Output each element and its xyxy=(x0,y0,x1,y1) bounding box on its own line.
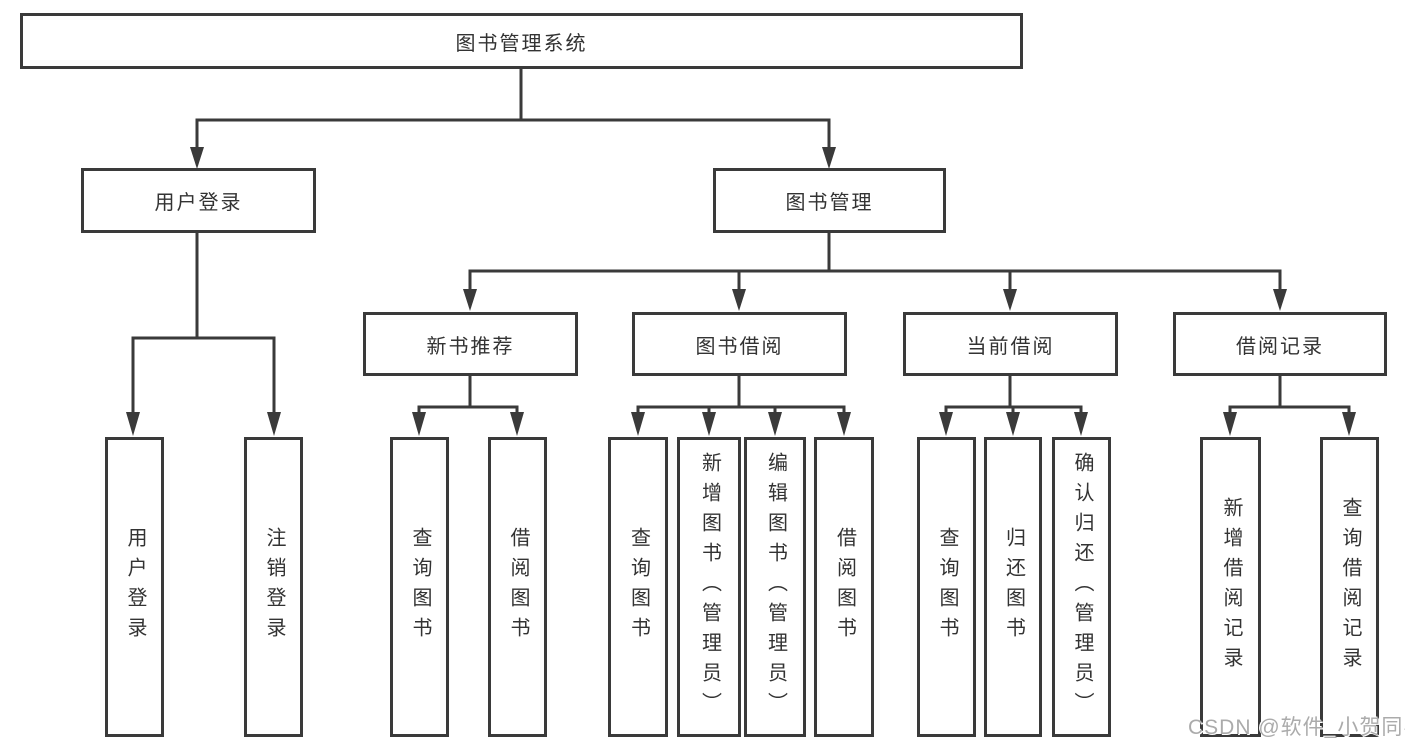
leaf-bb-query-books-label: 查询图书 xyxy=(627,527,650,647)
leaf-user-login: 用户登录 xyxy=(105,437,164,737)
leaf-br-query-record: 查询借阅记录 xyxy=(1320,437,1379,737)
node-borrowing-records-label: 借阅记录 xyxy=(1236,335,1324,358)
node-book-management: 图书管理 xyxy=(713,168,946,233)
connector-group xyxy=(126,69,1356,436)
leaf-nb-query-books-label: 查询图书 xyxy=(409,527,431,647)
leaf-logout-label: 注销登录 xyxy=(263,527,285,647)
leaf-user-login-label: 用户登录 xyxy=(124,527,146,647)
leaf-bb-borrow-books: 借阅图书 xyxy=(814,437,874,737)
node-user-login-label: 用户登录 xyxy=(154,192,243,214)
leaf-cb-query-books: 查询图书 xyxy=(917,437,976,737)
node-new-book-recommend-label: 新书推荐 xyxy=(426,335,515,358)
node-current-borrowing: 当前借阅 xyxy=(903,312,1118,376)
leaf-nb-query-books: 查询图书 xyxy=(390,437,449,737)
leaf-bb-edit-books-admin: 编辑图书（管理员） xyxy=(744,437,806,737)
leaf-cb-confirm-return-admin: 确认归还（管理员） xyxy=(1052,437,1111,737)
csdn-watermark: CSDN @软件_小贺同学 xyxy=(1188,716,1405,739)
leaf-logout: 注销登录 xyxy=(244,437,303,737)
node-book-management-label: 图书管理 xyxy=(785,192,874,214)
leaf-bb-add-books-admin-label: 新增图书（管理员） xyxy=(698,452,721,722)
leaf-br-add-record-label: 新增借阅记录 xyxy=(1220,497,1242,677)
leaf-bb-query-books: 查询图书 xyxy=(608,437,668,737)
node-root-label: 图书管理系统 xyxy=(455,32,588,55)
leaf-br-add-record: 新增借阅记录 xyxy=(1200,437,1261,737)
leaf-cb-confirm-return-admin-label: 确认归还（管理员） xyxy=(1071,452,1093,722)
leaf-bb-edit-books-admin-label: 编辑图书（管理员） xyxy=(764,452,787,722)
node-book-borrowing: 图书借阅 xyxy=(632,312,847,376)
leaf-nb-borrow-books: 借阅图书 xyxy=(488,437,547,737)
leaf-cb-return-books: 归还图书 xyxy=(984,437,1042,737)
node-user-login: 用户登录 xyxy=(81,168,316,233)
leaf-bb-add-books-admin: 新增图书（管理员） xyxy=(677,437,741,737)
leaf-br-query-record-label: 查询借阅记录 xyxy=(1339,497,1361,677)
leaf-cb-query-books-label: 查询图书 xyxy=(936,527,958,647)
node-new-book-recommend: 新书推荐 xyxy=(363,312,578,376)
node-current-borrowing-label: 当前借阅 xyxy=(966,335,1055,358)
leaf-cb-return-books-label: 归还图书 xyxy=(1002,527,1025,647)
node-borrowing-records: 借阅记录 xyxy=(1173,312,1387,376)
node-root: 图书管理系统 xyxy=(20,13,1023,69)
leaf-nb-borrow-books-label: 借阅图书 xyxy=(507,527,529,647)
node-book-borrowing-label: 图书借阅 xyxy=(695,335,784,358)
leaf-bb-borrow-books-label: 借阅图书 xyxy=(833,527,856,647)
